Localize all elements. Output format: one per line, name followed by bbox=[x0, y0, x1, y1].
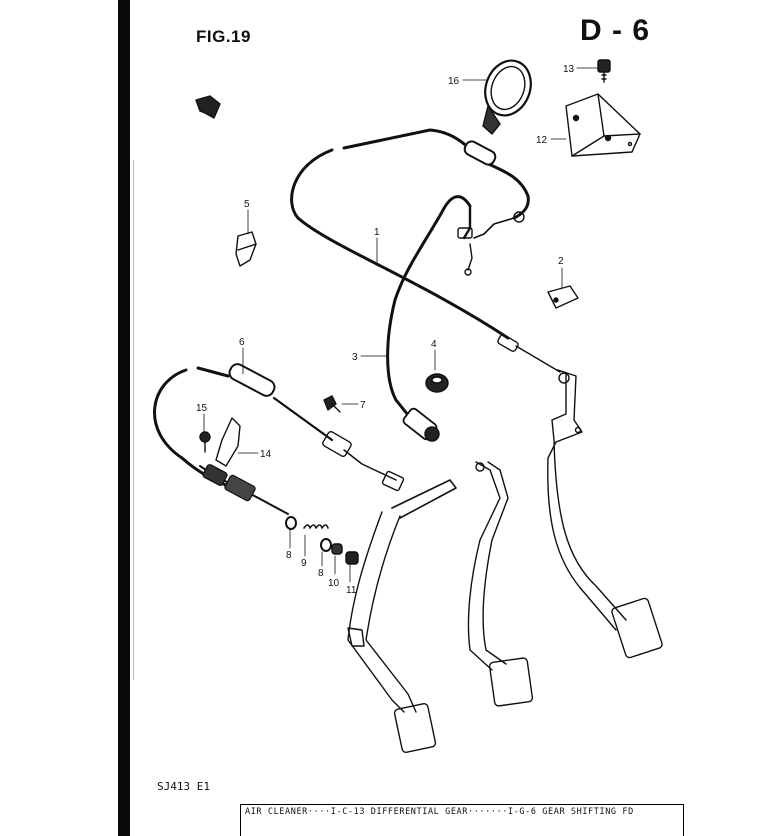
part-1-accelerator-cable bbox=[290, 128, 561, 373]
scan-margin-line bbox=[133, 160, 134, 680]
brake-pedal bbox=[467, 461, 534, 707]
part-2-clip bbox=[547, 285, 579, 309]
callout-4: 4 bbox=[431, 339, 437, 350]
clutch-pedal bbox=[347, 479, 457, 754]
part-6-clutch-cable bbox=[153, 363, 405, 515]
part-14-clip bbox=[215, 417, 241, 467]
front-arrow-icon bbox=[195, 95, 221, 119]
callout-10: 10 bbox=[328, 578, 340, 589]
callout-3: 3 bbox=[352, 352, 358, 363]
part-5-clamp bbox=[235, 231, 257, 267]
part-12-bracket bbox=[565, 93, 641, 157]
callout-15: 15 bbox=[196, 403, 208, 414]
callout-8a: 8 bbox=[286, 550, 292, 561]
part-16-clamp bbox=[482, 59, 532, 135]
part-3-choke-cable bbox=[386, 195, 473, 442]
callout-7: 7 bbox=[360, 400, 366, 411]
callout-9: 9 bbox=[301, 558, 307, 569]
page-binding-edge bbox=[118, 0, 130, 836]
model-code: SJ413 E1 bbox=[157, 780, 210, 793]
callout-8b: 8 bbox=[318, 568, 324, 579]
callout-2: 2 bbox=[558, 256, 564, 267]
part-7-bolt bbox=[323, 395, 341, 413]
callout-14: 14 bbox=[260, 449, 272, 460]
callout-16: 16 bbox=[448, 76, 460, 87]
callout-5: 5 bbox=[244, 199, 250, 210]
parts-8-11-hardware bbox=[285, 516, 359, 565]
callout-labels: 16 13 12 1 2 5 3 4 6 7 15 14 8 9 8 10 11 bbox=[196, 64, 575, 596]
callout-6: 6 bbox=[239, 337, 245, 348]
part-4-grommet bbox=[425, 373, 449, 393]
callout-1: 1 bbox=[374, 227, 380, 238]
page-code: D - 6 bbox=[580, 14, 651, 47]
part-13-bolt bbox=[597, 59, 611, 83]
section-index-strip: AIR CLEANER····I-C-13 DIFFERENTIAL GEAR·… bbox=[240, 804, 684, 836]
accelerator-pedal bbox=[547, 369, 663, 659]
callout-11: 11 bbox=[346, 585, 357, 596]
leader-lines bbox=[203, 67, 599, 583]
figure-number: FIG.19 bbox=[196, 27, 251, 46]
callout-13: 13 bbox=[563, 64, 575, 75]
part-15-bolt bbox=[199, 431, 211, 453]
callout-12: 12 bbox=[536, 135, 548, 146]
